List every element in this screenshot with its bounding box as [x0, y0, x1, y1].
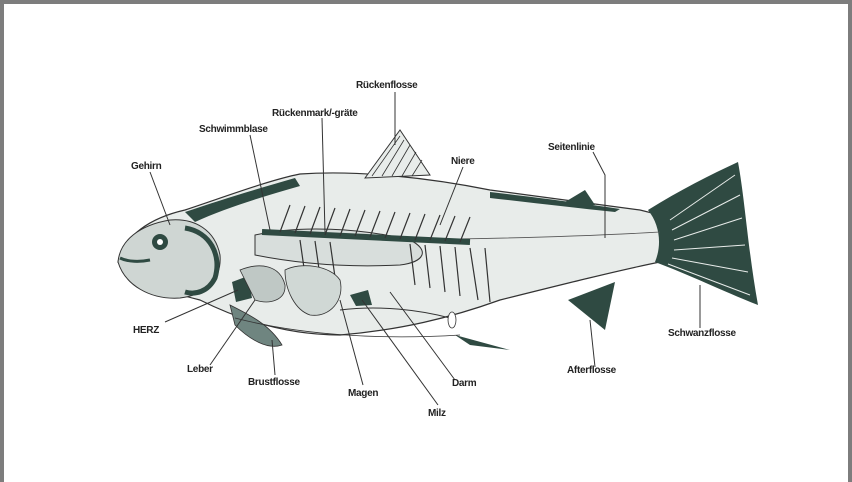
label-milz: Milz — [428, 408, 446, 419]
label-leber: Leber — [187, 364, 213, 375]
label-niere: Niere — [451, 156, 475, 167]
label-seitenlinie: Seitenlinie — [548, 142, 595, 153]
anal-fin — [568, 282, 615, 330]
label-herz: HERZ — [133, 325, 159, 336]
label-magen: Magen — [348, 388, 378, 399]
adipose-fin — [560, 190, 595, 205]
label-darm: Darm — [452, 378, 477, 389]
tail-fin — [648, 162, 758, 305]
label-gehirn: Gehirn — [131, 161, 162, 172]
label-schwimmblase: Schwimmblase — [199, 124, 268, 135]
dorsal-fin — [365, 130, 430, 178]
label-rueckenmark: Rückenmark/-gräte — [272, 108, 358, 119]
head — [118, 220, 220, 298]
label-afterflosse: Afterflosse — [567, 365, 617, 376]
label-rueckenflosse: Rückenflosse — [356, 80, 418, 91]
pelvic-fin — [455, 335, 510, 350]
label-schwanzflosse: Schwanzflosse — [668, 328, 737, 339]
vent — [448, 312, 456, 328]
label-brustflosse: Brustflosse — [248, 377, 300, 388]
